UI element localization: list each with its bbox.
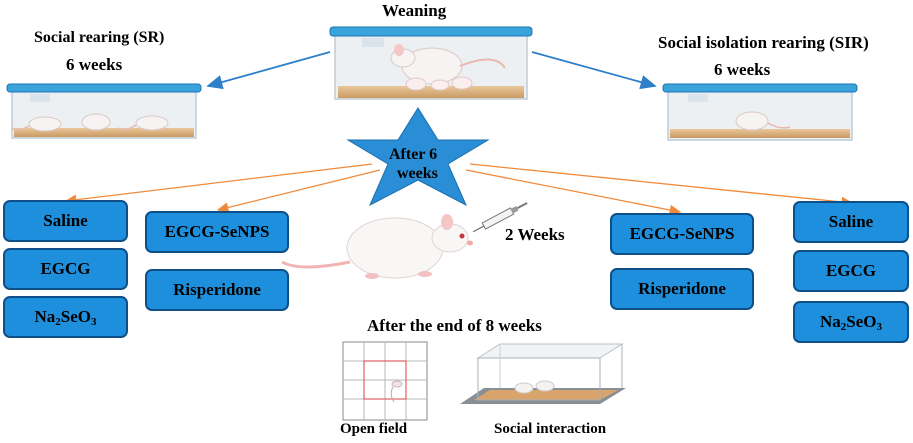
- star-shape: [346, 107, 490, 207]
- box-label: EGCG-SeNPS: [164, 222, 270, 241]
- sir-egcg-senps-box: EGCG-SeNPS: [610, 213, 754, 255]
- sir-duration-label: 6 weeks: [714, 60, 771, 79]
- final-stage-label: After the end of 8 weeks: [367, 316, 542, 335]
- sir-saline-box: Saline: [793, 201, 909, 243]
- box-label: Saline: [43, 211, 88, 230]
- sr-saline-box: Saline: [3, 200, 128, 242]
- weaning-cage: [329, 26, 533, 100]
- sir-group-label: Social isolation rearing (SIR): [658, 33, 869, 52]
- star-label-line2: weeks: [397, 165, 438, 182]
- star-label-line1: After 6: [389, 146, 438, 163]
- pups-icon: [405, 76, 473, 91]
- rat-icon: [281, 214, 473, 279]
- syringe-icon: [473, 202, 528, 233]
- sr-duration-label: 6 weeks: [66, 55, 123, 74]
- open-field-icon: [342, 341, 428, 421]
- mother-rat-icon: [390, 44, 506, 85]
- sr-egcg-box: EGCG: [3, 248, 128, 290]
- sir-na2seo3-box: Na2SeO3: [793, 301, 909, 343]
- group-rats-icon: [11, 113, 169, 132]
- sr-egcg-senps-box: EGCG-SeNPS: [145, 211, 289, 253]
- sr-group-label: Social rearing (SR): [34, 29, 165, 46]
- box-label-formula: Na2SeO3: [819, 311, 882, 333]
- box-label: Risperidone: [638, 279, 726, 298]
- sir-egcg-box: EGCG: [793, 250, 909, 292]
- orange-arrows: [64, 163, 854, 216]
- social-interaction-arena-icon: [460, 343, 626, 404]
- single-rat-icon: [735, 111, 791, 131]
- sr-na2seo3-box: Na2SeO3: [3, 296, 128, 338]
- box-label: EGCG: [825, 261, 877, 280]
- injection-duration-label: 2 Weeks: [505, 225, 565, 244]
- arrow-to-sr: [206, 51, 331, 90]
- arrow-to-sir: [531, 51, 657, 90]
- sr-cage: [6, 83, 202, 139]
- sr-risperidone-box: Risperidone: [145, 269, 289, 311]
- sir-risperidone-box: Risperidone: [610, 268, 754, 310]
- box-label: EGCG: [40, 259, 91, 278]
- social-interaction-label: Social interaction: [494, 421, 607, 437]
- open-field-label: Open field: [340, 421, 408, 437]
- box-label: Risperidone: [173, 280, 261, 299]
- box-label: Saline: [828, 212, 874, 231]
- weaning-title: Weaning: [382, 1, 447, 20]
- box-label-formula: Na2SeO3: [34, 306, 97, 328]
- sir-cage: [662, 83, 858, 141]
- box-label: EGCG-SeNPS: [629, 224, 735, 243]
